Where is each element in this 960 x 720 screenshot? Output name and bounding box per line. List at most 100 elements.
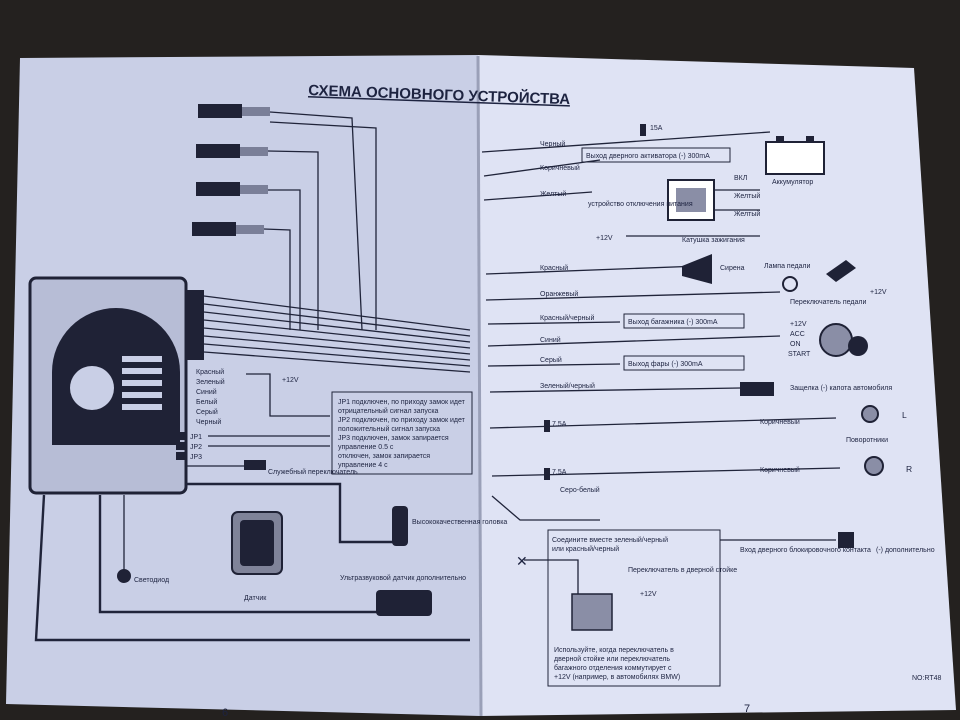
jumper-note-line: JP3 подключен, замок запирается — [338, 435, 449, 442]
right-wire-label: Коричневый — [760, 418, 800, 426]
connect-note-box: Соедините вместе зеленый/черный или крас… — [547, 529, 737, 687]
wire-label: Черный — [196, 418, 221, 426]
headlight-output-label: Выход фары (-) 300mA — [628, 361, 703, 368]
wire-label: Серый — [196, 408, 218, 416]
jumper-list: JP1 JP2 JP3 — [176, 432, 202, 461]
voltage-12v-pedal: +12V — [870, 289, 887, 296]
right-page-number: 7 — [744, 703, 750, 715]
battery-icon — [765, 136, 825, 175]
connect-note-line: или красный/черный — [552, 545, 619, 553]
spine — [476, 55, 483, 717]
jumper-note-line: управление 4 с — [338, 462, 388, 469]
turn-signals-label: Поворотники — [846, 437, 888, 444]
wire-label: Красный — [196, 368, 224, 376]
ignition-12v-label: +12V — [790, 321, 807, 328]
yellow-label-2: Желтый — [734, 210, 760, 218]
pedal-icon — [826, 260, 856, 282]
wire-label-list: Красный Зеленый Синий Белый Серый Черный — [196, 368, 225, 426]
trunk-output-label: Выход багажника (-) 300mA — [628, 318, 718, 326]
door-lock-actuator-icon — [192, 222, 264, 236]
turn-signal-right: R — [906, 464, 912, 474]
door-lock-actuator-icon — [196, 182, 268, 196]
fuse-icon — [544, 468, 550, 480]
right-wire-label-list: Черный Коричневый Желтый Красный Оранжев… — [540, 140, 800, 494]
right-wire-label: Серый — [540, 356, 562, 364]
led-label: Светодиод — [134, 577, 169, 584]
door-lock-actuator-icon — [196, 144, 268, 158]
ultrasonic-label: Ультразвуковой датчик дополнительно — [340, 574, 466, 582]
jumper-label: JP2 — [190, 444, 202, 451]
voltage-label: +12V — [282, 377, 299, 384]
hood-switch-label: Защелка (-) капота автомобиля — [790, 384, 892, 392]
usage-note-line: Используйте, когда переключатель в — [554, 646, 674, 654]
right-wire-label: Оранжевый — [540, 290, 578, 298]
ignition-on-label: ON — [790, 341, 801, 348]
pedal-switch-label: Переключатель педали — [790, 299, 866, 306]
unit-wire-bundle — [203, 295, 471, 373]
actuator-wires — [263, 111, 377, 331]
left-page-number: 6 — [222, 707, 228, 719]
right-wire-label: Зеленый/черный — [540, 382, 595, 390]
jumper-note-box: JP1 подключен, по приходу замок идет отр… — [331, 391, 473, 475]
right-wire-label: Красный/черный — [540, 314, 594, 322]
trunk-output-box: Выход багажника (-) 300mA — [623, 313, 745, 329]
door-input-switch-icon — [838, 532, 854, 548]
service-switch-icon — [244, 460, 266, 470]
door-lock-output-box: Выход дверного активатора (-) 300mA — [581, 147, 731, 163]
ignition-start-label: START — [788, 351, 811, 358]
jumper-note-line: JP1 подключен, по приходу замок идет — [338, 399, 466, 406]
model-code: NO:RT48 — [912, 675, 942, 682]
jumper-note-line: управление 0.5 с — [338, 444, 394, 451]
wire-label: Белый — [196, 398, 217, 406]
led-indicator-icon — [117, 569, 131, 583]
brake-lamp-icon — [782, 276, 798, 292]
fuse-7-5a-label-2: 7.5A — [552, 469, 567, 476]
speaker-icon — [392, 506, 408, 546]
right-wire-label: Серо-белый — [560, 486, 600, 494]
voltage-12v-note: +12V — [640, 591, 657, 598]
speaker-label: Высококачественная головка — [412, 519, 507, 526]
jumper-note-line: JP2 подключен, по приходу замок идет — [338, 417, 466, 424]
siren-label: Сирена — [720, 265, 745, 272]
door-input-label: Вход дверного блокировочного контакта — [740, 546, 871, 554]
relay-label: ВКЛ — [734, 175, 748, 182]
wire-label: Синий — [196, 388, 217, 396]
turn-signal-left-icon — [861, 405, 879, 423]
additional-label: (-) дополнительно — [876, 547, 935, 554]
right-wire-label: Черный — [540, 140, 565, 148]
hood-switch-icon — [740, 382, 774, 396]
ultrasonic-sensor-icon — [376, 590, 432, 616]
wire-label: Зеленый — [196, 378, 225, 386]
relay-icon — [667, 179, 715, 221]
sensor-icon — [231, 511, 283, 575]
door-lock-actuator-icon — [198, 104, 270, 118]
right-page — [478, 55, 956, 716]
jumper-note-line: отключен, замок запирается — [338, 453, 430, 460]
yellow-label: Желтый — [734, 192, 760, 200]
right-wire-label: Коричневый — [540, 164, 580, 172]
fuse-icon — [544, 420, 550, 432]
jumper-label: JP3 — [190, 454, 202, 461]
sensor-label: Датчик — [244, 595, 267, 602]
siren-icon — [682, 254, 712, 284]
door-switch-label: Переключатель в дверной стойке — [628, 566, 737, 574]
cross-mark-icon: ✕ — [516, 553, 528, 569]
usage-note-line: +12V (например, в автомобилях BMW) — [554, 673, 680, 681]
right-wire-label: Коричневый — [760, 466, 800, 474]
ignition-acc-label: ACC — [790, 331, 805, 338]
right-wire-label: Синий — [540, 336, 561, 344]
voltage-12v-label: +12V — [596, 235, 613, 242]
right-wire-label: Желтый — [540, 190, 566, 198]
fuse-15a-label: 15A — [650, 125, 663, 132]
alarm-control-unit-icon — [28, 276, 204, 495]
battery-label: Аккумулятор — [772, 179, 813, 186]
brake-lamp-label: Лампа педали — [764, 263, 811, 270]
jumper-note-line: отрицательный сигнал запуска — [338, 407, 439, 415]
ignition-switch-icon — [819, 323, 868, 357]
service-switch-label: Служебный переключатель — [268, 468, 358, 476]
ignition-device-label: устройство отключения питания — [588, 200, 693, 208]
fuse-7-5a-label: 7.5A — [552, 421, 567, 428]
fuse-icon — [640, 124, 646, 136]
right-wire-label: Красный — [540, 264, 568, 272]
